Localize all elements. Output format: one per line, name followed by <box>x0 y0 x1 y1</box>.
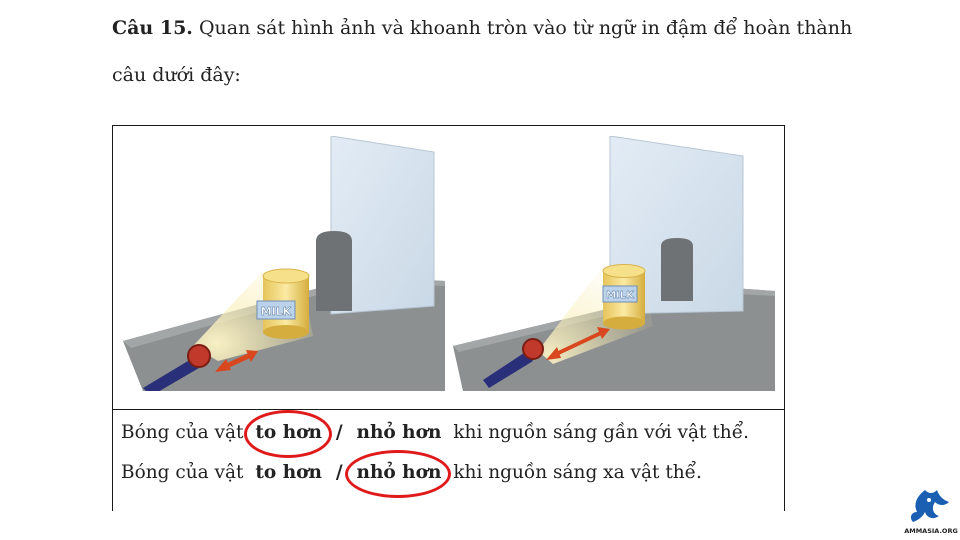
answer-prefix: Bóng của vật <box>121 422 244 443</box>
question-text: Quan sát hình ảnh và khoanh tròn vào từ … <box>192 17 853 39</box>
watermark-logo: AMMASIA.ORG <box>904 490 958 535</box>
answer-prefix: Bóng của vật <box>121 462 244 483</box>
answer-line-far: Bóng của vật to hơn / nhỏ hơn khi nguồn … <box>121 450 702 498</box>
exercise-box: MILK <box>112 125 785 511</box>
option-smaller[interactable]: nhỏ hơn <box>344 450 451 498</box>
answer-line-near: Bóng của vật to hơn / nhỏ hơn khi nguồn … <box>121 410 749 458</box>
question-line-1: Câu 15. Quan sát hình ảnh và khoanh tròn… <box>112 16 852 40</box>
shadow <box>316 231 352 311</box>
distance-arrow <box>215 350 258 372</box>
option-separator: / <box>335 462 343 483</box>
option-smaller-label: nhỏ hơn <box>356 462 442 483</box>
option-separator: / <box>335 422 343 443</box>
option-bigger[interactable]: to hơn <box>255 462 322 483</box>
dragon-icon <box>910 490 949 522</box>
answer-suffix: khi nguồn sáng gần với vật thể. <box>453 422 749 443</box>
can-label: MILK <box>606 290 635 301</box>
watermark-text: AMMASIA.ORG <box>904 527 958 535</box>
distance-arrow <box>546 327 610 360</box>
milk-can: MILK <box>256 268 310 339</box>
illustration-near-light: MILK <box>123 136 445 391</box>
illustration-far-light: MILK <box>453 136 775 391</box>
flashlight <box>143 344 211 391</box>
option-bigger-label: to hơn <box>255 422 322 443</box>
flashlight <box>483 338 544 388</box>
answer-suffix: khi nguồn sáng xa vật thể. <box>453 462 702 483</box>
can-label: MILK <box>261 305 292 318</box>
option-smaller[interactable]: nhỏ hơn <box>356 422 442 443</box>
question-number: Câu 15. <box>112 17 193 39</box>
box-divider <box>113 409 784 410</box>
milk-can: MILK <box>602 264 646 330</box>
option-bigger[interactable]: to hơn <box>244 410 333 458</box>
question-line-2: câu dưới đây: <box>112 64 241 86</box>
shadow <box>661 238 693 301</box>
